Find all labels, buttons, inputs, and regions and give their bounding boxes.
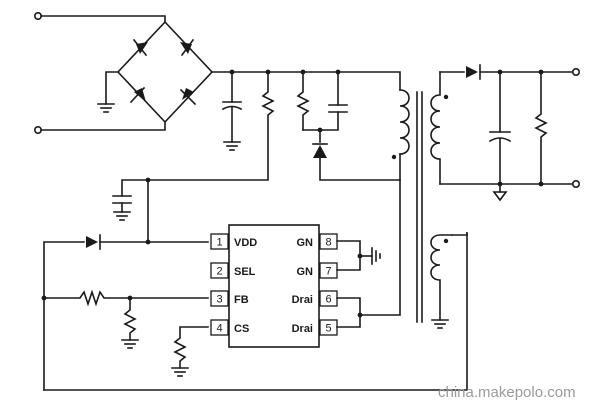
- ic-pin-5-label: Drai: [292, 323, 313, 335]
- ic-pin-6-number: 6: [325, 294, 331, 306]
- ic-pin-1-label: VDD: [234, 237, 257, 249]
- snubber-diode: [312, 129, 401, 181]
- transformer-auxiliary: [43, 232, 468, 391]
- ic-pin-2-label: SEL: [234, 266, 256, 278]
- ic-pin-5-number: 5: [325, 323, 331, 335]
- ic-drain-connection: [336, 297, 363, 328]
- snubber-capacitor: [302, 71, 348, 131]
- bridge-ground: [97, 103, 115, 113]
- current-sense-resistor: [171, 326, 209, 377]
- bridge-diode-1: [132, 38, 148, 57]
- ic-ground-connection: [336, 240, 381, 271]
- ic-body: [228, 224, 320, 348]
- ic-pin-3: 3 FB: [210, 290, 249, 307]
- ic-pin-7-label: GN: [297, 266, 314, 278]
- bridge-rectifier: [97, 20, 214, 124]
- ic-pin-4-label: CS: [234, 323, 249, 335]
- ic-pin-4-number: 4: [216, 323, 222, 335]
- auxiliary-diode: [86, 234, 101, 250]
- bridge-diode-2: [180, 38, 195, 57]
- bridge-diode-3: [129, 86, 146, 104]
- ic-pin-1: 1 VDD: [210, 233, 257, 250]
- feedback-lower-resistor: [121, 297, 139, 349]
- ic-pin-2-number: 2: [216, 266, 222, 278]
- output-load-resistor: [534, 71, 548, 185]
- ic-pin-6: 6 Drai: [292, 290, 338, 307]
- output-ground: [492, 183, 508, 202]
- ic-pin-3-number: 3: [216, 294, 222, 306]
- ic-pin-8-label: GN: [297, 237, 314, 249]
- controller-ic: 1 VDD 2 SEL 3 FB 4 CS 8 GN 7 GN: [210, 224, 338, 348]
- bridge-diode-4: [179, 88, 197, 106]
- output-diode: [466, 64, 481, 80]
- ic-pin-8-number: 8: [325, 237, 331, 249]
- startup-resistor: [147, 71, 275, 181]
- ac-input: [33, 12, 166, 135]
- ic-pin-7-number: 7: [325, 266, 331, 278]
- ic-pin-8: 8 GN: [297, 233, 338, 250]
- ic-pin-2: 2 SEL: [210, 262, 256, 279]
- ic-pin-5: 5 Drai: [292, 319, 338, 336]
- output-capacitor: [488, 71, 512, 185]
- transformer-core: [416, 91, 423, 323]
- transformer-primary: [359, 89, 410, 316]
- output-terminal-negative: [571, 180, 580, 189]
- feedback-upper-resistor: [43, 289, 209, 307]
- watermark-text: china.makepolo.com: [438, 384, 576, 401]
- ic-pin-3-label: FB: [234, 294, 249, 306]
- transformer-secondary: [430, 71, 449, 185]
- ic-pin-4: 4 CS: [210, 319, 249, 336]
- ic-pin-1-number: 1: [216, 237, 222, 249]
- snubber-resistor: [296, 71, 310, 131]
- ic-pin-6-label: Drai: [292, 294, 313, 306]
- vdd-capacitor: [112, 179, 149, 221]
- output-terminal-positive: [571, 68, 580, 77]
- bulk-capacitor: [221, 71, 243, 151]
